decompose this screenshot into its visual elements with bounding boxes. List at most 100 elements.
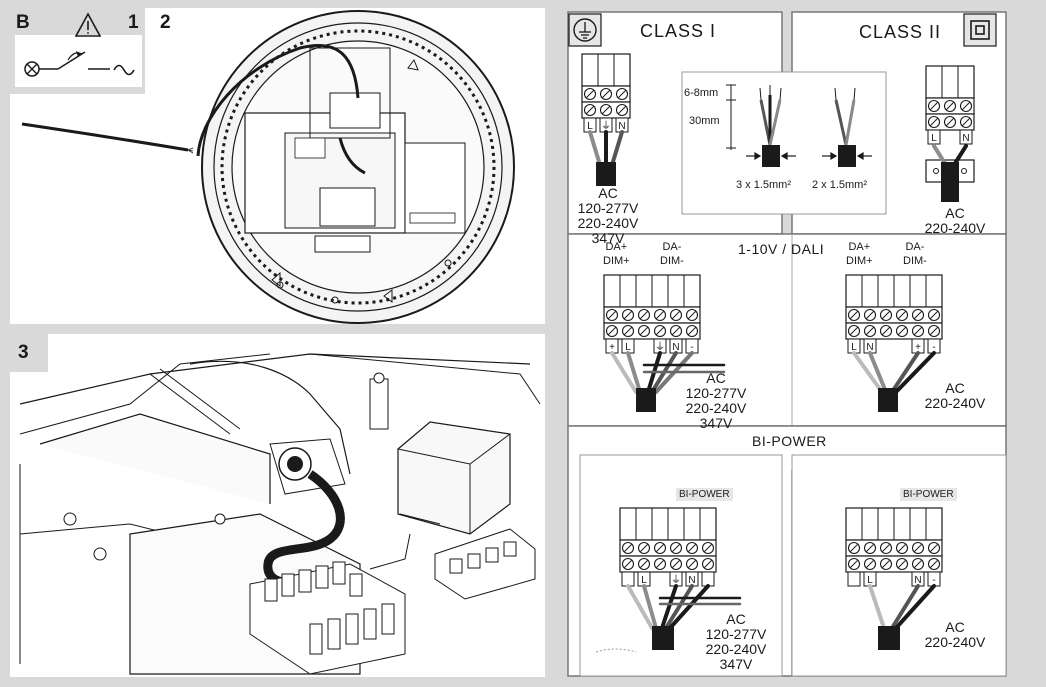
wire [642,584,658,630]
terminal-label: N [914,575,921,586]
class2-voltage: AC 220-240V [910,206,1000,236]
wire [868,584,886,630]
bipower-left-tag: BI-POWER [676,488,733,501]
strip-dim-long: 30mm [689,115,720,127]
voltage-line: 120-277V [685,385,747,401]
step-3-label: 3 [18,342,29,363]
bipower-right-terminal-block: L N- [845,507,943,587]
wire [660,584,678,630]
voltage-line: 220-240V [924,395,986,411]
step-2-label: 2 [160,12,171,33]
terminal-label: L [587,121,593,132]
label-line: DA- [905,241,925,253]
wire [952,144,968,167]
panel-installation-top: B 1 2 [10,8,545,324]
voltage-line: AC [945,619,965,635]
terminal-connection-illustration [10,334,541,675]
class1-title: CLASS I [640,21,717,41]
dali-right-da-minus: DA- DIM- [903,240,927,268]
terminal-label: N [618,121,625,132]
step-1-label: 1 [128,12,139,33]
cable-sheath [652,626,674,650]
voltage-line: 220-240V [924,220,986,236]
wire [890,351,920,394]
strip-dim-short: 6-8mm [684,87,719,99]
terminal-label: ⏚ [671,574,681,586]
step-b-label: B [16,12,30,33]
voltage-line: 220-240V [577,215,639,231]
terminal-label: ⏚ [655,341,665,353]
double-insulation-icon [963,13,997,47]
luminaire-top-illustration [10,8,515,324]
wire [626,584,654,630]
dali-left-da-plus: DA+ DIM+ [603,240,630,268]
class1-voltage: AC 120-277V 220-240V 347V [570,186,646,246]
terminal-label: L [625,342,631,353]
voltage-line: AC [706,370,726,386]
wire [894,584,936,630]
wire [610,130,624,167]
label-line: DA+ [848,241,871,253]
dali-title: 1-10V / DALI [738,241,825,257]
wire [868,351,888,394]
label-line: DIM+ [603,255,630,267]
terminal-label: N [962,133,969,144]
terminal-label: ⏚ [601,120,611,132]
terminal-label: L [851,342,857,353]
dali-left-voltage: AC 120-277V 220-240V 347V [674,371,758,431]
terminal-label: - [690,342,693,353]
cable-sheath [596,162,616,186]
voltage-line: AC [726,611,746,627]
label-line: DIM- [903,255,927,267]
voltage-line: 347V [699,415,733,431]
terminal-label: L [867,575,873,586]
cable-3core-label: 3 x 1.5mm² [736,179,792,191]
label-line: DA- [662,241,682,253]
wire [664,584,694,630]
voltage-line: 220-240V [685,400,747,416]
dali-right-voltage: AC 220-240V [912,381,998,411]
voltage-line: 120-277V [577,200,639,216]
label-line: DIM+ [846,255,873,267]
voltage-line: 220-240V [924,634,986,650]
wire [610,351,638,394]
terminal-label: N [688,575,695,586]
cable-sheath [878,626,900,650]
terminal-label: N [866,342,873,353]
voltage-line: AC [945,205,965,221]
class1-terminal-block: L ⏚ N [581,53,631,133]
ac-icon [113,64,135,76]
panel-installation-bottom: 3 [10,334,545,677]
bipower-right-voltage: AC 220-240V [912,620,998,650]
voltage-line: AC [598,185,618,201]
cable-sheath [941,162,959,202]
terminal-label: - [932,575,935,586]
cable-sheath [878,388,898,412]
cable-2core-label: 2 x 1.5mm² [812,179,868,191]
cable-sheath [636,388,656,412]
terminal-label: - [932,342,935,353]
wire [852,351,884,394]
dali-left-terminal-block: +L⏚N- [603,274,701,354]
wire [894,351,936,394]
voltage-line: 347V [591,230,625,246]
terminal-label: L [931,133,937,144]
bipower-left-terminal-block: L⏚N [619,507,717,587]
dali-left-da-minus: DA- DIM- [660,240,684,268]
warning-icon [74,12,102,37]
terminal-label: + [609,342,615,353]
voltage-line: 120-277V [705,626,767,642]
wire [626,351,642,394]
label-line: DA+ [605,241,628,253]
bipower-left-voltage: AC 120-277V 220-240V 347V [694,612,778,672]
dali-right-da-plus: DA+ DIM+ [846,240,873,268]
label-line: DIM- [660,255,684,267]
voltage-line: AC [945,380,965,396]
class2-title: CLASS II [859,22,942,42]
wire [668,584,710,630]
voltage-line: 347V [719,656,753,672]
voltage-line: 220-240V [705,641,767,657]
